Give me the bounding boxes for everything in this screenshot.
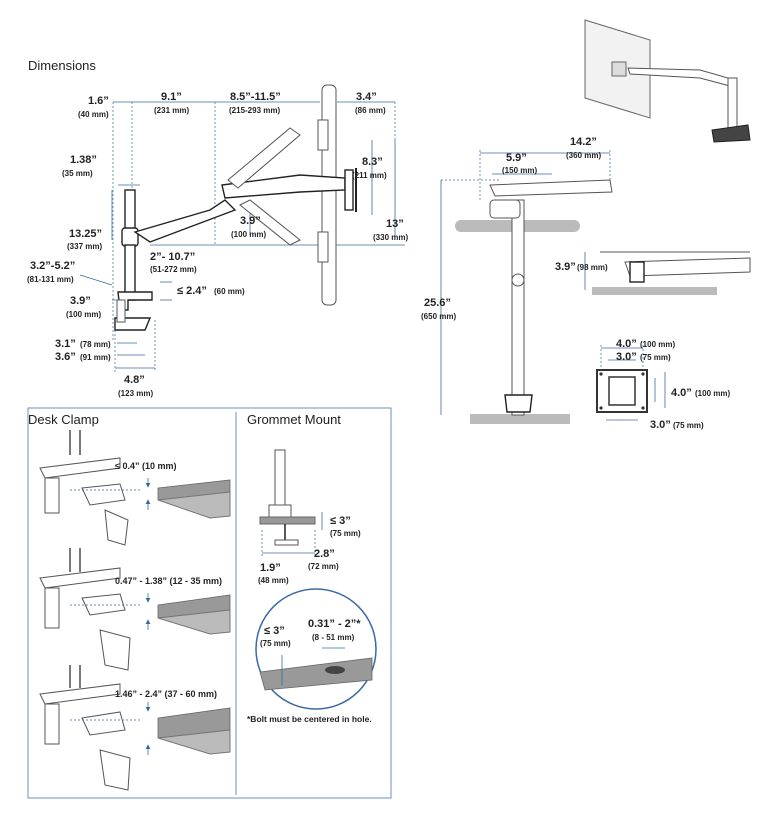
vesa-right-mm: (100 mm)	[695, 389, 730, 398]
dim-3-mm: (215-293 mm)	[229, 106, 280, 115]
vesa-top1-mm: (100 mm)	[640, 340, 675, 349]
grommet-labels: ≤ 3” (75 mm) 1.9” (48 mm) 2.8” (72 mm) ≤…	[247, 515, 372, 724]
vesa-top2-in: 3.0”	[616, 351, 637, 363]
dim-16-in: 4.8”	[124, 374, 145, 386]
dim-12-in: ≤ 2.4”	[177, 285, 207, 297]
side-dim-3-in: 25.6”	[424, 297, 451, 309]
grommet-height-in: ≤ 3”	[330, 515, 351, 527]
dim-11-in: 3.2”-5.2”	[30, 260, 75, 272]
monitor-arm-3d-thumbnail	[584, 19, 751, 143]
dim-2-mm: (231 mm)	[154, 106, 189, 115]
dim-7-in: 13.25”	[69, 228, 102, 240]
circle-height-in: ≤ 3”	[264, 625, 285, 637]
dim-5-in: 1.38”	[70, 154, 97, 166]
side-dim-3-mm: (650 mm)	[421, 312, 456, 321]
dim-7-mm: (337 mm)	[67, 242, 102, 251]
dim-8-in: 3.9”	[240, 215, 261, 227]
grommet-note: *Bolt must be centered in hole.	[247, 714, 372, 724]
desk-clamp-title: Desk Clamp	[28, 412, 99, 427]
desk-clamp-range-2: 0.47” - 1.38” (12 - 35 mm)	[115, 576, 222, 586]
side-view-dimension-lines	[440, 150, 611, 415]
vesa-top1-in: 4.0”	[616, 338, 637, 350]
circle-hole-mm: (8 - 51 mm)	[312, 633, 355, 642]
dimension-labels: 1.6” (40 mm) 9.1” (231 mm) 8.5”-11.5” (2…	[27, 91, 408, 398]
dim-11-mm: (81-131 mm)	[27, 275, 74, 284]
dim-2-in: 9.1”	[161, 91, 182, 103]
side-view-labels: 14.2” (360 mm) 5.9” (150 mm) 25.6” (650 …	[421, 136, 608, 321]
grommet-height-mm: (75 mm)	[330, 529, 361, 538]
mounting-options-panel	[27, 407, 392, 799]
dim-8-mm: (100 mm)	[231, 230, 266, 239]
vesa-bottom-mm: (75 mm)	[673, 421, 704, 430]
circle-hole-in: 0.31” - 2”*	[308, 618, 361, 630]
grommet-w2-in: 2.8”	[314, 548, 335, 560]
dim-9-mm: (330 mm)	[373, 233, 408, 242]
vesa-right-in: 4.0”	[671, 387, 692, 399]
vesa-labels: 4.0” (100 mm) 3.0” (75 mm) 4.0” (100 mm)…	[616, 338, 730, 431]
dim-15-mm: (91 mm)	[80, 353, 111, 362]
desk-clamp-row-2	[39, 548, 231, 671]
dim-13-mm: (100 mm)	[66, 310, 101, 319]
vesa-plate-illustration	[596, 345, 666, 421]
dim-13-in: 3.9”	[70, 295, 91, 307]
side-dim-4-in: 3.9”	[555, 261, 576, 273]
side-dim-2-in: 5.9”	[506, 152, 527, 164]
grommet-mount-illustration	[255, 449, 377, 710]
side-view-illustration	[455, 179, 751, 424]
dim-14-mm: (78 mm)	[80, 340, 111, 349]
dim-15-in: 3.6”	[55, 351, 76, 363]
vesa-bottom-in: 3.0”	[650, 419, 671, 431]
dim-12-mm: (60 mm)	[214, 287, 245, 296]
dimensions-title: Dimensions	[28, 58, 96, 73]
grommet-title: Grommet Mount	[247, 412, 341, 427]
desk-clamp-row-1	[39, 430, 231, 546]
dim-5-mm: (35 mm)	[62, 169, 93, 178]
side-dim-1-in: 14.2”	[570, 136, 597, 148]
dim-1-in: 1.6”	[88, 95, 109, 107]
dim-4-mm: (86 mm)	[355, 106, 386, 115]
side-dim-1-mm: (360 mm)	[566, 151, 601, 160]
side-dim-2-mm: (150 mm)	[502, 166, 537, 175]
dim-4-in: 3.4”	[356, 91, 377, 103]
grommet-w1-in: 1.9”	[260, 562, 281, 574]
side-dim-4-mm: (98 mm)	[577, 263, 608, 272]
desk-clamp-range-3: 1.46” - 2.4” (37 - 60 mm)	[115, 689, 217, 699]
dim-14-in: 3.1”	[55, 338, 76, 350]
grommet-w1-mm: (48 mm)	[258, 576, 289, 585]
dim-6-mm: (211 mm)	[352, 171, 387, 180]
dim-1-mm: (40 mm)	[78, 110, 109, 119]
vesa-top2-mm: (75 mm)	[640, 353, 671, 362]
dim-10-in: 2”- 10.7”	[150, 251, 195, 263]
monitor-arm-front-illustration	[114, 84, 357, 331]
dim-16-mm: (123 mm)	[118, 389, 153, 398]
desk-clamp-row-3	[39, 665, 231, 791]
dim-10-mm: (51-272 mm)	[150, 265, 197, 274]
desk-clamp-range-1: ≤ 0.4” (10 mm)	[115, 461, 176, 471]
dim-9-in: 13”	[386, 218, 404, 230]
dim-6-in: 8.3”	[362, 156, 383, 168]
circle-height-mm: (75 mm)	[260, 639, 291, 648]
grommet-w2-mm: (72 mm)	[308, 562, 339, 571]
dim-3-in: 8.5”-11.5”	[230, 91, 281, 103]
